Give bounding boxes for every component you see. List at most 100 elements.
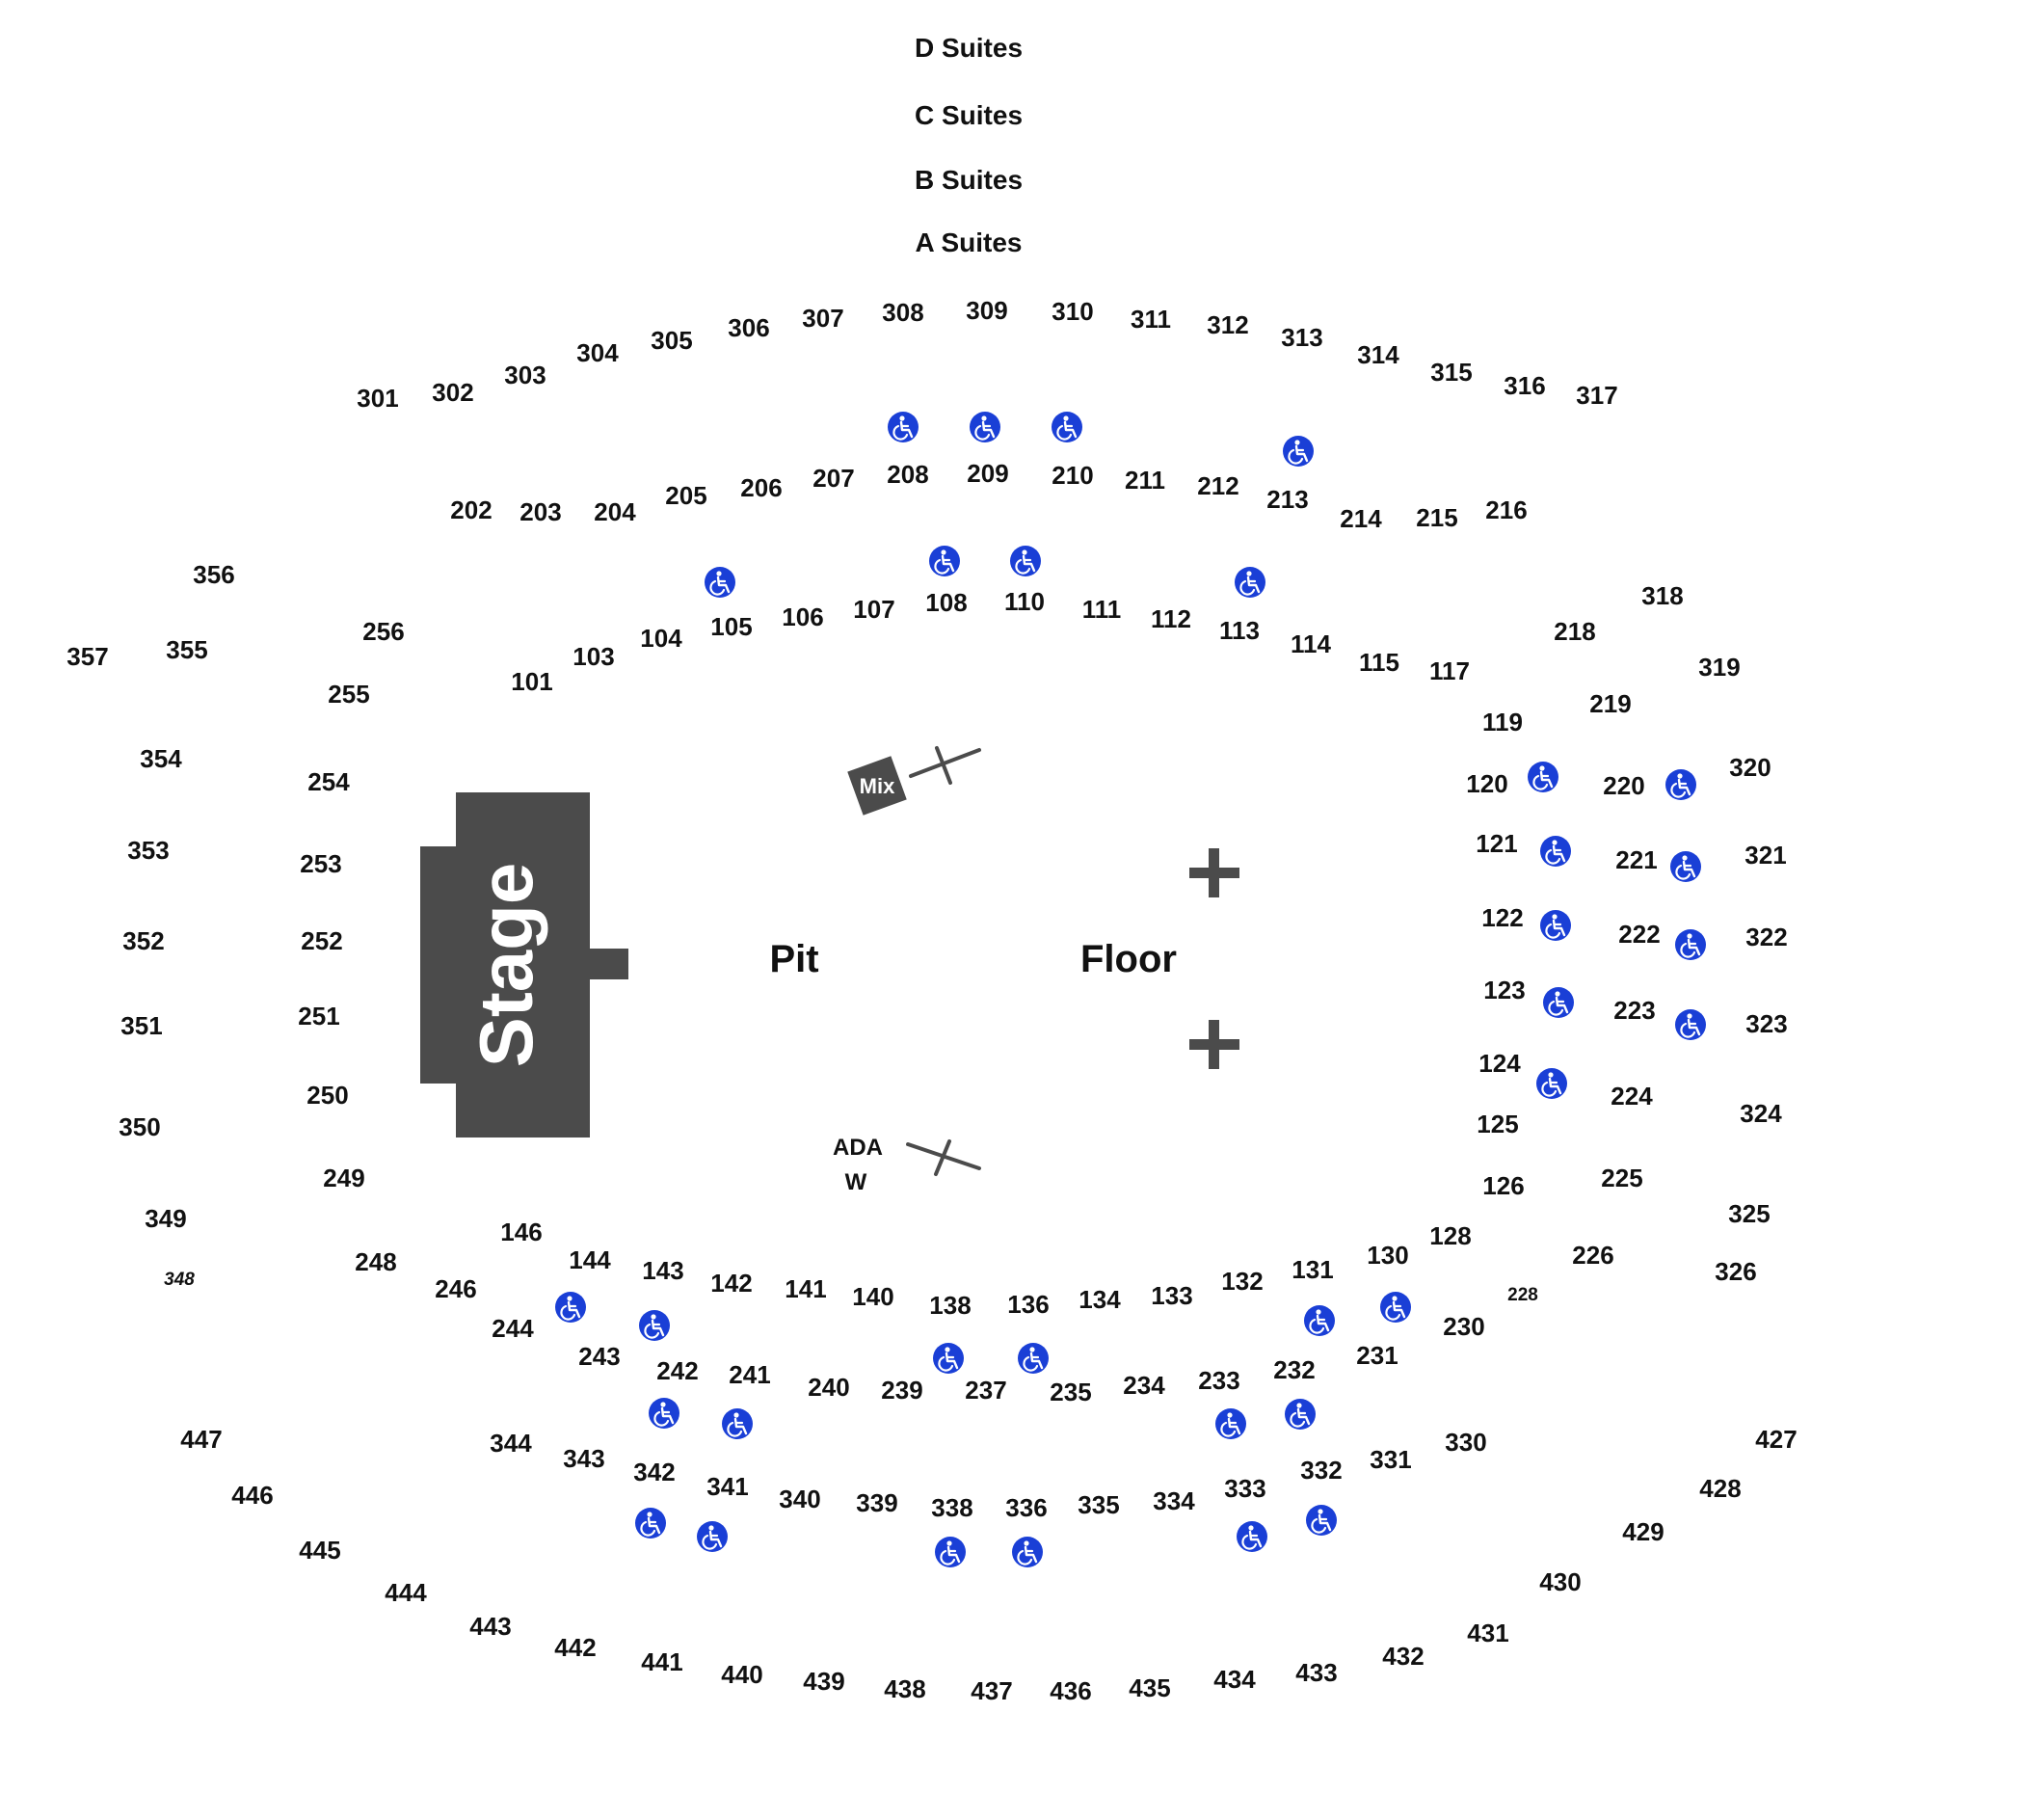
section-444[interactable]: 444 xyxy=(385,1578,427,1607)
section-427[interactable]: 427 xyxy=(1755,1425,1797,1454)
section-340[interactable]: 340 xyxy=(779,1485,820,1513)
section-202[interactable]: 202 xyxy=(450,495,492,524)
section-253[interactable]: 253 xyxy=(300,849,341,878)
section-311[interactable]: 311 xyxy=(1131,305,1171,334)
section-306[interactable]: 306 xyxy=(728,313,769,342)
section-117[interactable]: 117 xyxy=(1429,656,1470,685)
section-440[interactable]: 440 xyxy=(721,1660,762,1689)
section-110[interactable]: 110 xyxy=(1004,587,1045,616)
section-138[interactable]: 138 xyxy=(929,1291,971,1320)
section-324[interactable]: 324 xyxy=(1740,1099,1782,1128)
section-343[interactable]: 343 xyxy=(563,1444,604,1473)
section-128[interactable]: 128 xyxy=(1429,1221,1471,1250)
section-256[interactable]: 256 xyxy=(362,617,404,646)
section-132[interactable]: 132 xyxy=(1221,1267,1263,1296)
section-220[interactable]: 220 xyxy=(1603,771,1644,800)
section-339[interactable]: 339 xyxy=(856,1488,897,1517)
section-211[interactable]: 211 xyxy=(1125,466,1165,495)
section-205[interactable]: 205 xyxy=(665,481,706,510)
suite-d[interactable]: D Suites xyxy=(915,33,1023,63)
section-104[interactable]: 104 xyxy=(640,624,682,653)
section-130[interactable]: 130 xyxy=(1367,1241,1408,1270)
section-348[interactable]: 348 xyxy=(164,1270,195,1290)
section-126[interactable]: 126 xyxy=(1482,1171,1524,1200)
section-221[interactable]: 221 xyxy=(1615,845,1657,874)
section-226[interactable]: 226 xyxy=(1572,1241,1613,1270)
section-437[interactable]: 437 xyxy=(971,1676,1012,1705)
section-302[interactable]: 302 xyxy=(432,378,473,407)
section-326[interactable]: 326 xyxy=(1715,1257,1756,1286)
section-249[interactable]: 249 xyxy=(323,1164,364,1192)
suite-c[interactable]: C Suites xyxy=(915,100,1023,130)
section-250[interactable]: 250 xyxy=(306,1081,348,1110)
section-441[interactable]: 441 xyxy=(641,1647,682,1676)
section-316[interactable]: 316 xyxy=(1504,371,1545,400)
section-231[interactable]: 231 xyxy=(1356,1341,1398,1370)
section-131[interactable]: 131 xyxy=(1292,1255,1333,1284)
section-215[interactable]: 215 xyxy=(1416,503,1457,532)
section-222[interactable]: 222 xyxy=(1618,920,1660,949)
section-223[interactable]: 223 xyxy=(1613,996,1655,1025)
section-203[interactable]: 203 xyxy=(519,497,561,526)
section-232[interactable]: 232 xyxy=(1273,1355,1315,1384)
section-332[interactable]: 332 xyxy=(1300,1456,1342,1485)
section-107[interactable]: 107 xyxy=(853,595,894,624)
suite-b[interactable]: B Suites xyxy=(915,165,1023,195)
section-439[interactable]: 439 xyxy=(803,1667,844,1696)
section-318[interactable]: 318 xyxy=(1641,581,1683,610)
section-442[interactable]: 442 xyxy=(554,1633,596,1662)
section-321[interactable]: 321 xyxy=(1744,841,1786,870)
section-354[interactable]: 354 xyxy=(140,744,182,773)
section-308[interactable]: 308 xyxy=(882,298,923,327)
section-207[interactable]: 207 xyxy=(812,464,854,493)
section-330[interactable]: 330 xyxy=(1445,1428,1486,1457)
section-331[interactable]: 331 xyxy=(1370,1445,1411,1474)
section-225[interactable]: 225 xyxy=(1601,1164,1642,1192)
section-431[interactable]: 431 xyxy=(1467,1619,1508,1647)
section-319[interactable]: 319 xyxy=(1698,653,1740,682)
section-240[interactable]: 240 xyxy=(808,1373,849,1402)
section-224[interactable]: 224 xyxy=(1611,1082,1653,1111)
section-252[interactable]: 252 xyxy=(301,926,342,955)
suite-a[interactable]: A Suites xyxy=(916,228,1023,257)
section-119[interactable]: 119 xyxy=(1482,708,1523,736)
section-120[interactable]: 120 xyxy=(1466,769,1507,798)
section-103[interactable]: 103 xyxy=(573,642,614,671)
section-124[interactable]: 124 xyxy=(1478,1049,1521,1078)
section-301[interactable]: 301 xyxy=(357,384,398,413)
section-320[interactable]: 320 xyxy=(1729,753,1771,782)
section-433[interactable]: 433 xyxy=(1295,1658,1337,1687)
section-304[interactable]: 304 xyxy=(576,338,619,367)
section-230[interactable]: 230 xyxy=(1443,1312,1484,1341)
section-210[interactable]: 210 xyxy=(1052,461,1093,490)
section-323[interactable]: 323 xyxy=(1745,1009,1787,1038)
section-336[interactable]: 336 xyxy=(1005,1493,1047,1522)
section-235[interactable]: 235 xyxy=(1050,1378,1091,1406)
section-134[interactable]: 134 xyxy=(1079,1285,1121,1314)
section-335[interactable]: 335 xyxy=(1078,1490,1119,1519)
section-255[interactable]: 255 xyxy=(328,680,369,709)
section-108[interactable]: 108 xyxy=(925,588,967,617)
section-114[interactable]: 114 xyxy=(1291,629,1331,658)
section-140[interactable]: 140 xyxy=(852,1282,893,1311)
section-237[interactable]: 237 xyxy=(965,1376,1006,1405)
section-355[interactable]: 355 xyxy=(166,635,207,664)
section-112[interactable]: 112 xyxy=(1151,604,1191,633)
floor-label[interactable]: Floor xyxy=(1080,938,1177,980)
section-445[interactable]: 445 xyxy=(299,1536,340,1565)
section-133[interactable]: 133 xyxy=(1151,1281,1192,1310)
section-143[interactable]: 143 xyxy=(642,1256,683,1285)
section-121[interactable]: 121 xyxy=(1476,829,1517,858)
section-214[interactable]: 214 xyxy=(1340,504,1382,533)
section-125[interactable]: 125 xyxy=(1477,1110,1518,1138)
section-435[interactable]: 435 xyxy=(1129,1673,1170,1702)
section-206[interactable]: 206 xyxy=(740,473,782,502)
section-314[interactable]: 314 xyxy=(1357,340,1399,369)
section-105[interactable]: 105 xyxy=(710,612,752,641)
section-209[interactable]: 209 xyxy=(967,459,1008,488)
section-111[interactable]: 111 xyxy=(1082,595,1122,624)
section-349[interactable]: 349 xyxy=(145,1204,186,1233)
section-216[interactable]: 216 xyxy=(1485,495,1527,524)
section-141[interactable]: 141 xyxy=(785,1274,826,1303)
section-352[interactable]: 352 xyxy=(122,926,164,955)
